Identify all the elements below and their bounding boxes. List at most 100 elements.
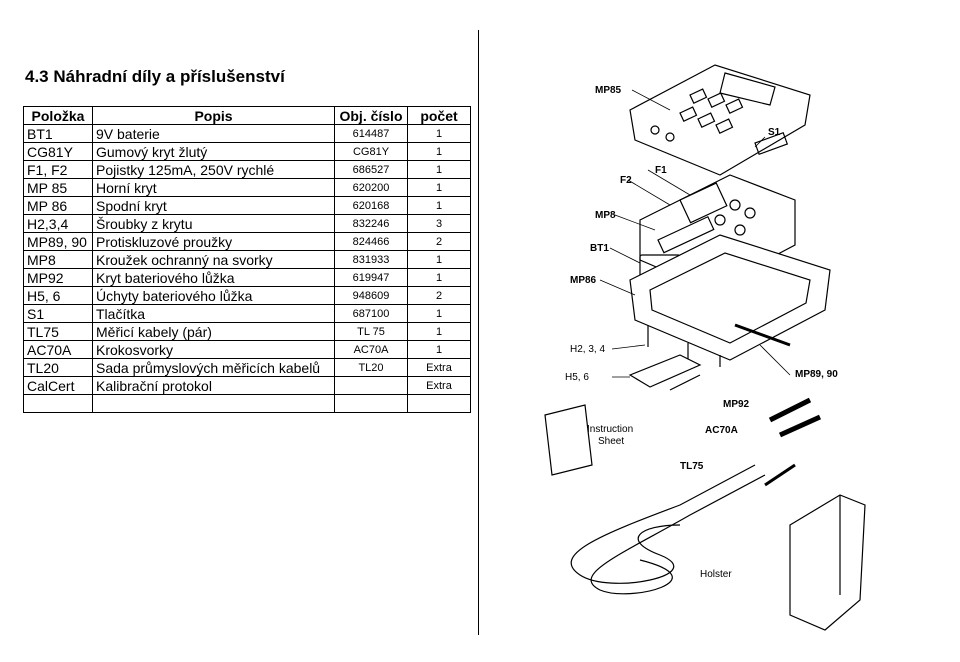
- cell-order-number: AC70A: [334, 340, 408, 359]
- cell-item: MP 85: [23, 178, 93, 197]
- label-h234: H2, 3, 4: [570, 344, 605, 355]
- header-item: Položka: [23, 106, 93, 125]
- cell-order-number: 619947: [334, 268, 408, 287]
- buttons-drawing: [754, 131, 789, 156]
- cell-description: Úchyty bateriového lůžka: [92, 286, 335, 305]
- cell-description: Sada průmyslových měřicích kabelů: [92, 358, 335, 377]
- cell-quantity: 1: [407, 250, 471, 269]
- label-tl75: TL75: [680, 461, 704, 472]
- table-header-row: Položka Popis Obj. číslo počet: [23, 106, 471, 125]
- cell-item: AC70A: [23, 340, 93, 359]
- cell-quantity: 1: [407, 160, 471, 179]
- exploded-parts-diagram: MP85 S1 F1 F2 MP8 BT1 MP86 H2, 3, 4 H5, …: [544, 64, 866, 631]
- cell-item: MP89, 90: [23, 232, 93, 251]
- cell-description: Kalibrační protokol: [92, 376, 335, 395]
- cell-item: MP8: [23, 250, 93, 269]
- cell-item: TL20: [23, 358, 93, 377]
- cell-order-number: 824466: [334, 232, 408, 251]
- cell-quantity: 1: [407, 268, 471, 287]
- cell-item: CG81Y: [23, 142, 93, 161]
- cell-quantity: 1: [407, 124, 471, 143]
- cell-order-number: 620200: [334, 178, 408, 197]
- label-mp8990: MP89, 90: [795, 369, 838, 380]
- cell-item: TL75: [23, 322, 93, 341]
- top-cover-drawing: [629, 64, 811, 176]
- cell-quantity: 1: [407, 322, 471, 341]
- cell-item: S1: [23, 304, 93, 323]
- cell-description: Šroubky z krytu: [92, 214, 335, 233]
- cell-order-number: TL 75: [334, 322, 408, 341]
- label-mp85: MP85: [595, 85, 622, 96]
- cell-item: CalCert: [23, 376, 93, 395]
- column-divider: [478, 30, 479, 635]
- cell-item: MP92: [23, 268, 93, 287]
- cell-quantity: 1: [407, 142, 471, 161]
- label-f2: F2: [620, 175, 632, 186]
- cell-item: MP 86: [23, 196, 93, 215]
- label-mp86: MP86: [570, 275, 597, 286]
- cell-order-number: 948609: [334, 286, 408, 305]
- label-mp92: MP92: [723, 399, 750, 410]
- cell-description: Protiskluzové proužky: [92, 232, 335, 251]
- cell-order-number: 614487: [334, 124, 408, 143]
- cell-quantity: 1: [407, 304, 471, 323]
- cell-description: Tlačítka: [92, 304, 335, 323]
- cell-description: 9V baterie: [92, 124, 335, 143]
- test-leads-drawing: [570, 463, 796, 595]
- cell-quantity: 1: [407, 178, 471, 197]
- cell-item: H5, 6: [23, 286, 93, 305]
- label-ac70a: AC70A: [705, 425, 738, 436]
- alligator-clips-drawing: [768, 397, 822, 438]
- cell-order-number: CG81Y: [334, 142, 408, 161]
- holster-drawing: [789, 494, 866, 631]
- cell-quantity: 1: [407, 340, 471, 359]
- cell-item: BT1: [23, 124, 93, 143]
- cell-order-number: [334, 376, 408, 395]
- header-description: Popis: [92, 106, 335, 125]
- label-mp8: MP8: [595, 210, 616, 221]
- table-row: [23, 394, 471, 413]
- cell-quantity: 2: [407, 286, 471, 305]
- cell-quantity: Extra: [407, 358, 471, 377]
- cell-description: [92, 394, 335, 413]
- cell-order-number: 687100: [334, 304, 408, 323]
- cell-quantity: 3: [407, 214, 471, 233]
- cell-description: Horní kryt: [92, 178, 335, 197]
- cell-quantity: [407, 394, 471, 413]
- cell-description: Gumový kryt žlutý: [92, 142, 335, 161]
- label-bt1: BT1: [590, 243, 609, 254]
- cell-description: Měřicí kabely (pár): [92, 322, 335, 341]
- cell-description: Pojistky 125mA, 250V rychlé: [92, 160, 335, 179]
- cell-description: Krokosvorky: [92, 340, 335, 359]
- cell-order-number: 832246: [334, 214, 408, 233]
- cell-quantity: 2: [407, 232, 471, 251]
- cell-description: Spodní kryt: [92, 196, 335, 215]
- cell-order-number: TL20: [334, 358, 408, 377]
- label-h56: H5, 6: [565, 372, 589, 383]
- cell-order-number: [334, 394, 408, 413]
- header-quantity: počet: [407, 106, 471, 125]
- cell-description: Kroužek ochranný na svorky: [92, 250, 335, 269]
- cell-order-number: 620168: [334, 196, 408, 215]
- label-instruction-line2: Sheet: [598, 436, 624, 447]
- section-title: 4.3 Náhradní díly a příslušenství: [25, 67, 285, 86]
- battery-door-drawing: [628, 354, 702, 391]
- screws-drawing: [647, 323, 791, 367]
- cell-order-number: 831933: [334, 250, 408, 269]
- instruction-sheet-drawing: [544, 404, 593, 476]
- cell-item: [23, 394, 93, 413]
